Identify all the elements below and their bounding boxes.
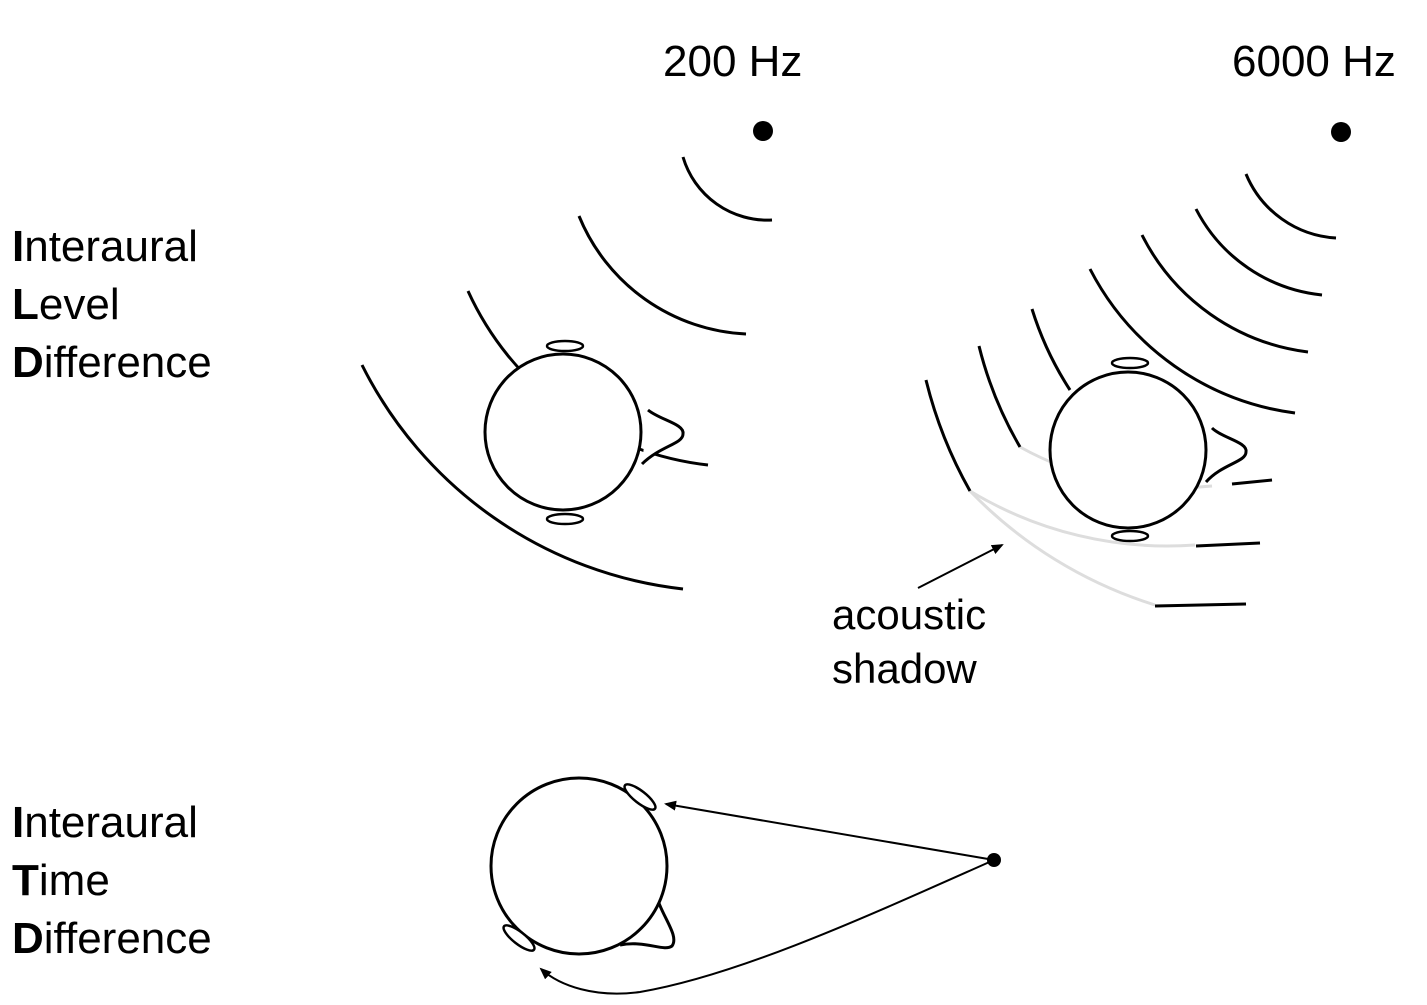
ear-shape: [502, 924, 536, 952]
wavefront-arc: [681, 156, 773, 222]
high-frequency-panel: [917, 122, 1351, 608]
shadow-pointer-arrow: [917, 544, 1004, 589]
acoustic-shadow-line-2: shadow: [832, 645, 977, 692]
wavefront-arc: [1030, 308, 1072, 391]
frequency-label-200hz: 200 Hz: [663, 37, 803, 86]
ear-shape: [545, 512, 585, 526]
wavefront-arc: [1244, 173, 1337, 240]
wavefront-arc: [577, 215, 747, 336]
wavefront-arc: [1231, 478, 1273, 486]
ear-shape: [1110, 356, 1150, 370]
wavefront-arc: [1195, 541, 1261, 548]
nose-shape: [640, 408, 685, 466]
shadow-wavefront-arc: [969, 489, 1196, 548]
head-circle: [483, 352, 643, 512]
head-circle: [1048, 370, 1208, 530]
ear-shape: [1110, 529, 1150, 543]
head-top-view-low: [483, 339, 685, 526]
itd-line-3: Difference: [12, 914, 212, 963]
acoustic-shadow-line-1: acoustic: [832, 591, 987, 638]
head-top-view-high: [1048, 356, 1248, 543]
itd-line-2: Time: [12, 856, 110, 905]
sound-source-dot: [753, 121, 773, 141]
near-ear-path-arrow: [664, 800, 995, 861]
itd-label: Interaural Time Difference: [12, 794, 212, 968]
acoustic-shadow-label: acoustic shadow: [832, 588, 986, 696]
itd-line-1: Interaural: [12, 798, 198, 847]
ild-line-1: Interaural: [12, 222, 198, 271]
wavefront-arc: [1088, 268, 1296, 415]
wavefront-arc: [1154, 602, 1247, 608]
wavefront-arc: [1194, 208, 1323, 297]
ear-shape: [623, 783, 657, 811]
low-frequency-panel: [360, 121, 773, 591]
wavefront-arc: [977, 345, 1022, 448]
head-top-view-itd: [489, 776, 676, 956]
ild-line-2: Level: [12, 280, 120, 329]
frequency-label-6000hz: 6000 Hz: [1232, 37, 1396, 86]
sound-source-dot: [1331, 122, 1351, 142]
wavefront-arc: [1140, 234, 1309, 354]
shadow-wavefront-arc: [968, 489, 1156, 607]
head-circle: [489, 776, 669, 956]
itd-panel: [489, 776, 1001, 995]
nose-shape: [1204, 426, 1248, 484]
far-ear-path-arrow: [539, 859, 995, 995]
ear-shape: [545, 339, 585, 353]
wavefront-arc: [360, 364, 684, 591]
ild-label: Interaural Level Difference: [12, 218, 212, 392]
wavefront-arc: [924, 379, 972, 492]
ild-line-3: Difference: [12, 338, 212, 387]
high-frequency-waves: [924, 173, 1337, 608]
